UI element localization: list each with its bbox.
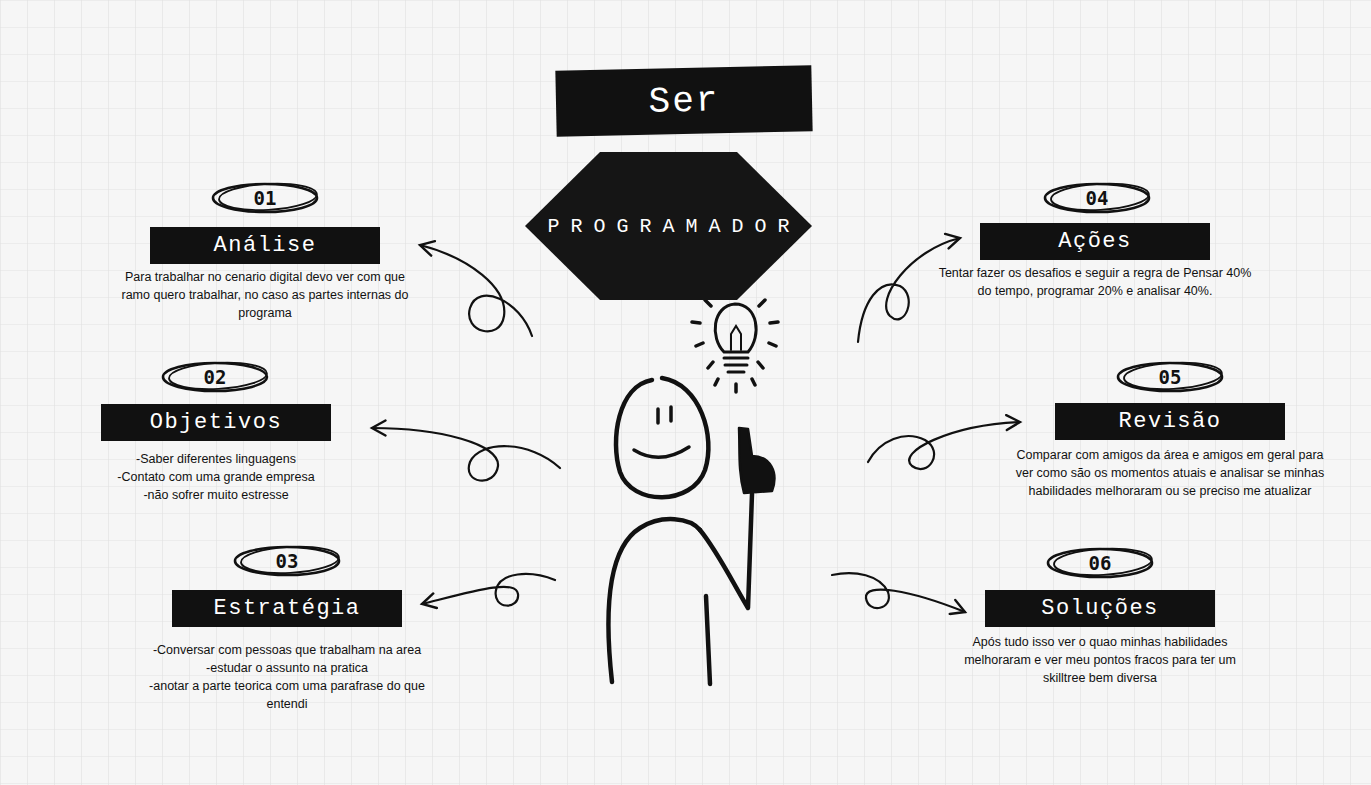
ellipse-stroke — [1048, 549, 1152, 577]
callout-number: 02 — [161, 361, 269, 393]
stick-figure — [608, 378, 774, 684]
bulb-filament — [731, 326, 741, 350]
center-hexagon: PROGRAMADOR — [525, 152, 812, 300]
figure-eyes — [658, 407, 671, 423]
section-heading: Soluções — [985, 590, 1215, 627]
callout-number: 05 — [1159, 366, 1182, 388]
figure-body — [706, 596, 710, 684]
section-text: -Conversar com pessoas que trabalham na … — [132, 641, 442, 659]
callout-number: 04 — [1043, 182, 1151, 214]
bulb-glass — [715, 304, 756, 352]
curly-arrow — [372, 428, 560, 481]
figure-arm — [700, 494, 752, 608]
section-heading: Ações — [980, 223, 1210, 260]
curly-arrow — [868, 422, 1020, 469]
ellipse-stroke — [1118, 363, 1222, 391]
figure-smile — [634, 447, 689, 457]
section-heading: Revisão — [1055, 403, 1285, 440]
section-text: -estudar o assunto na pratica — [132, 659, 442, 677]
curly-arrow — [832, 573, 965, 612]
callout-number: 04 — [1086, 187, 1109, 209]
figure-body — [608, 519, 700, 682]
callout-number: 03 — [233, 545, 341, 577]
ellipse-stroke — [1045, 184, 1149, 212]
lightbulb — [692, 288, 778, 392]
section-box: AçõesTentar fazer os desafios e seguir a… — [925, 223, 1265, 300]
section-text: -não sofrer muito estresse — [91, 486, 341, 504]
ellipse-stroke — [1050, 181, 1149, 212]
section-text: Comparar com amigos da área e amigos em … — [1010, 446, 1330, 500]
section-heading: Análise — [150, 227, 380, 264]
curly-arrow — [420, 245, 532, 336]
ellipse-stroke — [213, 184, 317, 212]
title-band: Ser — [555, 65, 812, 136]
section-box: RevisãoComparar com amigos da área e ami… — [1000, 403, 1340, 500]
curly-arrow — [858, 238, 960, 342]
section-text: -anotar a parte teorica com uma parafras… — [132, 677, 442, 713]
section-text: -Contato com uma grande empresa — [91, 468, 341, 486]
figure-head — [616, 378, 708, 497]
title-text: Ser — [648, 80, 720, 122]
section-box: SoluçõesApós tudo isso ver o quao minhas… — [935, 590, 1265, 687]
section-text: Tentar fazer os desafios e seguir a regr… — [935, 264, 1255, 300]
ellipse-stroke — [218, 181, 317, 212]
callout-number: 01 — [211, 182, 319, 214]
section-text: Para trabalhar no cenario digital devo v… — [115, 268, 415, 322]
section-text: Após tudo isso ver o quao minhas habilid… — [945, 633, 1255, 687]
callout-number: 06 — [1089, 552, 1112, 574]
ellipse-stroke — [163, 363, 267, 391]
section-heading: Estratégia — [172, 590, 402, 627]
callout-number: 05 — [1116, 361, 1224, 393]
section-heading: Objetivos — [101, 404, 331, 441]
center-text: PROGRAMADOR — [536, 215, 800, 238]
ellipse-stroke — [1053, 546, 1152, 577]
section-box: Estratégia -Conversar com pessoas que tra… — [122, 590, 452, 713]
ellipse-stroke — [168, 360, 267, 391]
callout-number: 01 — [254, 187, 277, 209]
ellipse-stroke — [240, 544, 339, 575]
section-box: AnálisePara trabalhar no cenario digital… — [105, 227, 425, 322]
ellipse-stroke — [1123, 360, 1222, 391]
bulb-base — [724, 358, 748, 372]
callout-number: 06 — [1046, 547, 1154, 579]
section-text: -Saber diferentes linguagens — [91, 450, 341, 468]
thumb-up — [739, 428, 774, 493]
callout-number: 03 — [276, 550, 299, 572]
light-rays — [692, 288, 778, 392]
hexagon-fill — [525, 152, 812, 300]
section-box: Objetivos -Saber diferentes linguagens-Co… — [81, 404, 351, 504]
callout-number: 02 — [204, 366, 227, 388]
curly-arrow — [422, 574, 555, 606]
ellipse-stroke — [235, 547, 339, 575]
